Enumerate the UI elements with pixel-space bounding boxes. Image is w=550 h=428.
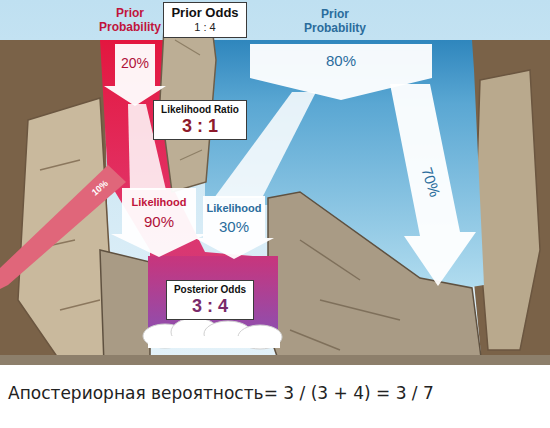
box-heading: Prior Odds <box>171 6 238 21</box>
odds-box: Posterior Odds3 : 4 <box>166 280 254 320</box>
caption-ground <box>0 365 550 428</box>
rock-texture <box>290 240 400 350</box>
prior-arrow-red <box>104 44 166 106</box>
odds-box: Prior Odds1 : 4 <box>163 2 246 38</box>
likelihood-arrow-red <box>111 188 207 257</box>
ground <box>0 355 550 365</box>
right-rock <box>476 70 540 350</box>
flow-label: Prior Probability <box>295 8 375 36</box>
box-heading: Likelihood Ratio <box>161 104 239 116</box>
sky <box>0 0 550 365</box>
complement-arrow-blue <box>390 84 476 286</box>
flow-label: Likelihood <box>207 202 262 215</box>
box-value: 3 : 4 <box>174 296 246 317</box>
lower-left-rock <box>100 250 150 365</box>
flow-label: 80% <box>326 52 356 69</box>
odds-box: Likelihood Ratio3 : 1 <box>153 100 247 140</box>
flow-label: Likelihood <box>132 196 187 209</box>
likelihood-arrow-blue <box>195 196 274 259</box>
flow-label: 20% <box>121 55 149 71</box>
mist-cloud <box>143 318 282 349</box>
flow-label: 70% <box>418 165 444 199</box>
caption: Апостериорная вероятность= 3 / (3 + 4) =… <box>8 383 434 403</box>
flow-label: 90% <box>144 213 174 230</box>
flow-label: 10% <box>90 178 110 198</box>
flow-label: 30% <box>219 218 249 235</box>
box-value: 1 : 4 <box>171 21 238 34</box>
flow-label: Prior Probability <box>90 7 170 35</box>
box-heading: Posterior Odds <box>174 284 246 296</box>
box-value: 3 : 1 <box>161 116 239 137</box>
